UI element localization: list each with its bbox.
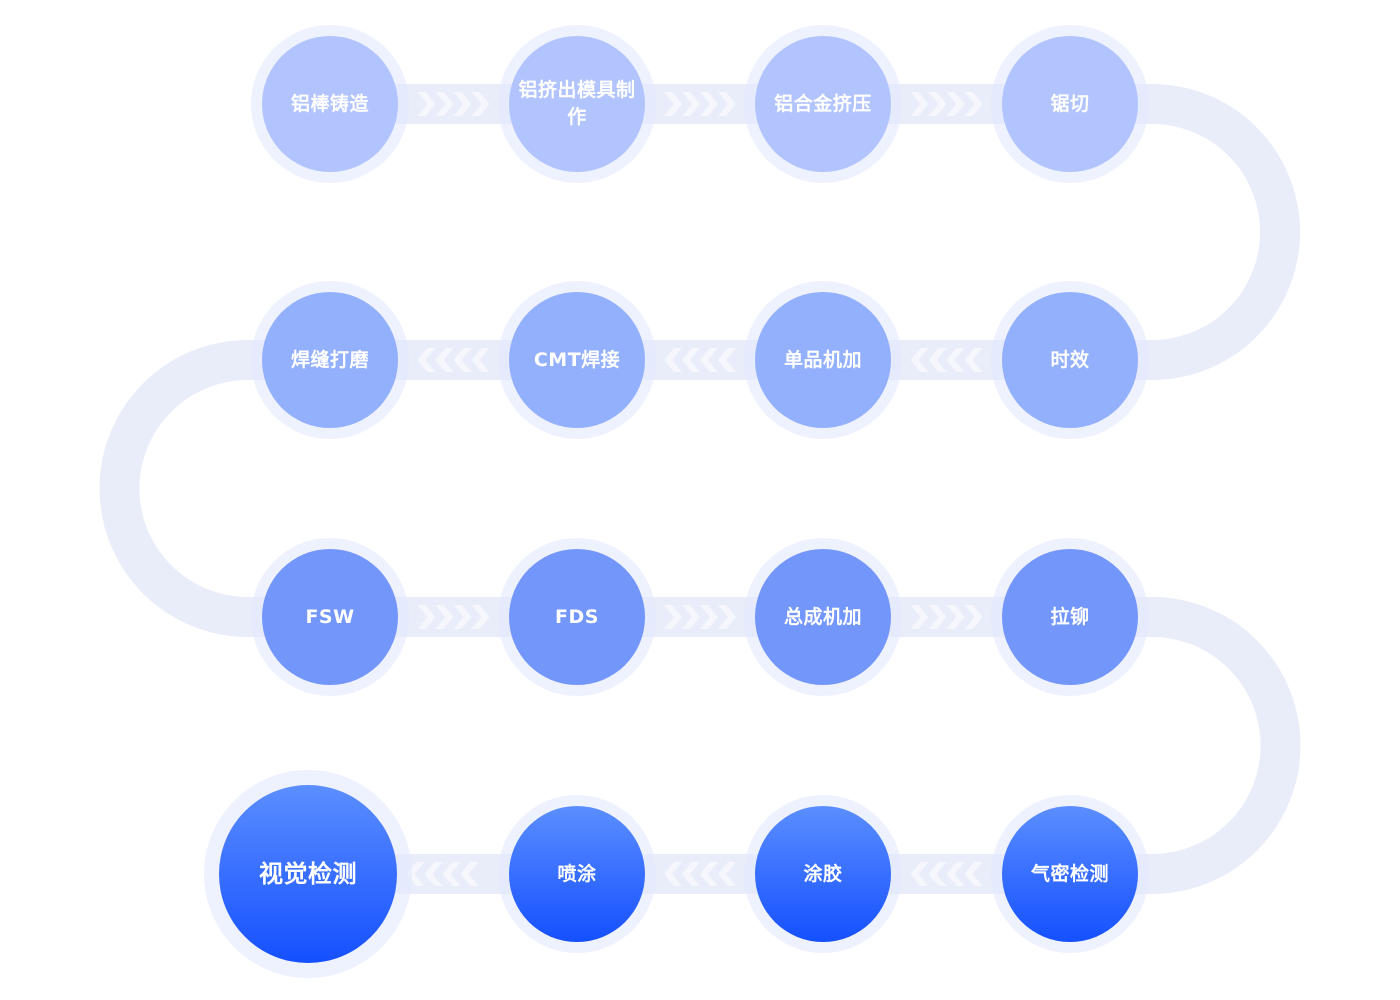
chevrons-right-icon <box>664 92 736 116</box>
chevrons-left-icon <box>910 348 983 372</box>
process-step-14: 涂胶 <box>744 795 902 953</box>
process-step-3: 铝合金挤压 <box>744 25 902 183</box>
step-circle: 锯切 <box>1002 36 1138 172</box>
step-circle: 喷涂 <box>509 806 645 942</box>
step-circle: 总成机加 <box>755 549 891 685</box>
process-step-6: 单品机加 <box>744 281 902 439</box>
step-label: 气密检测 <box>1030 862 1109 885</box>
step-label: 铝合金挤压 <box>774 92 872 115</box>
step-label: 时效 <box>1050 348 1090 371</box>
step-label: 涂胶 <box>803 862 843 885</box>
step-label: FSW <box>305 605 355 628</box>
chevrons-right-icon <box>417 92 490 116</box>
process-step-4: 锯切 <box>991 25 1149 183</box>
process-step-10: FDS <box>498 538 656 696</box>
chevrons-right-icon <box>910 605 983 629</box>
process-step-11: 总成机加 <box>744 538 902 696</box>
step-circle: 单品机加 <box>755 292 891 428</box>
step-circle: 拉铆 <box>1002 549 1138 685</box>
step-circle: FSW <box>262 549 398 685</box>
connector-12-13 <box>1070 597 1301 894</box>
process-step-7: CMT焊接 <box>498 281 656 439</box>
step-label: FDS <box>555 605 599 628</box>
connector-4-5 <box>1070 84 1300 380</box>
step-label: CMT焊接 <box>533 348 621 371</box>
step-circle: 涂胶 <box>755 806 891 942</box>
process-step-13: 气密检测 <box>991 795 1149 953</box>
chevrons-left-icon <box>417 348 490 372</box>
step-label: 单品机加 <box>783 348 862 371</box>
process-step-8: 焊缝打磨 <box>251 281 409 439</box>
step-label: 拉铆 <box>1050 605 1090 628</box>
step-circle: 气密检测 <box>1002 806 1138 942</box>
step-circle: 焊缝打磨 <box>262 292 398 428</box>
step-circle: 铝棒铸造 <box>262 36 398 172</box>
step-label: 焊缝打磨 <box>290 348 369 371</box>
step-circle: FDS <box>509 549 645 685</box>
process-step-15: 喷涂 <box>498 795 656 953</box>
chevrons-left-icon <box>910 862 983 886</box>
step-label: 总成机加 <box>783 605 862 628</box>
step-circle: 视觉检测 <box>219 785 397 963</box>
chevrons-right-icon <box>417 605 490 629</box>
process-step-5: 时效 <box>991 281 1149 439</box>
process-step-16: 视觉检测 <box>204 770 412 978</box>
step-label: 铝棒铸造 <box>290 92 369 115</box>
step-circle: CMT焊接 <box>509 292 645 428</box>
chevrons-right-icon <box>910 92 983 116</box>
chevrons-left-icon <box>664 348 736 372</box>
step-circle: 时效 <box>1002 292 1138 428</box>
chevrons-left-icon <box>664 862 736 886</box>
chevrons-right-icon <box>664 605 736 629</box>
process-step-12: 拉铆 <box>991 538 1149 696</box>
process-step-1: 铝棒铸造 <box>251 25 409 183</box>
step-label: 视觉检测 <box>259 859 357 888</box>
step-label: 铝挤出模具制作 <box>518 79 636 128</box>
process-step-9: FSW <box>251 538 409 696</box>
step-label: 锯切 <box>1050 92 1090 115</box>
step-label: 喷涂 <box>557 862 597 885</box>
step-circle: 铝挤出模具制作 <box>509 36 645 172</box>
process-step-2: 铝挤出模具制作 <box>498 25 656 183</box>
step-circle: 铝合金挤压 <box>755 36 891 172</box>
connector-8-9 <box>99 340 330 637</box>
